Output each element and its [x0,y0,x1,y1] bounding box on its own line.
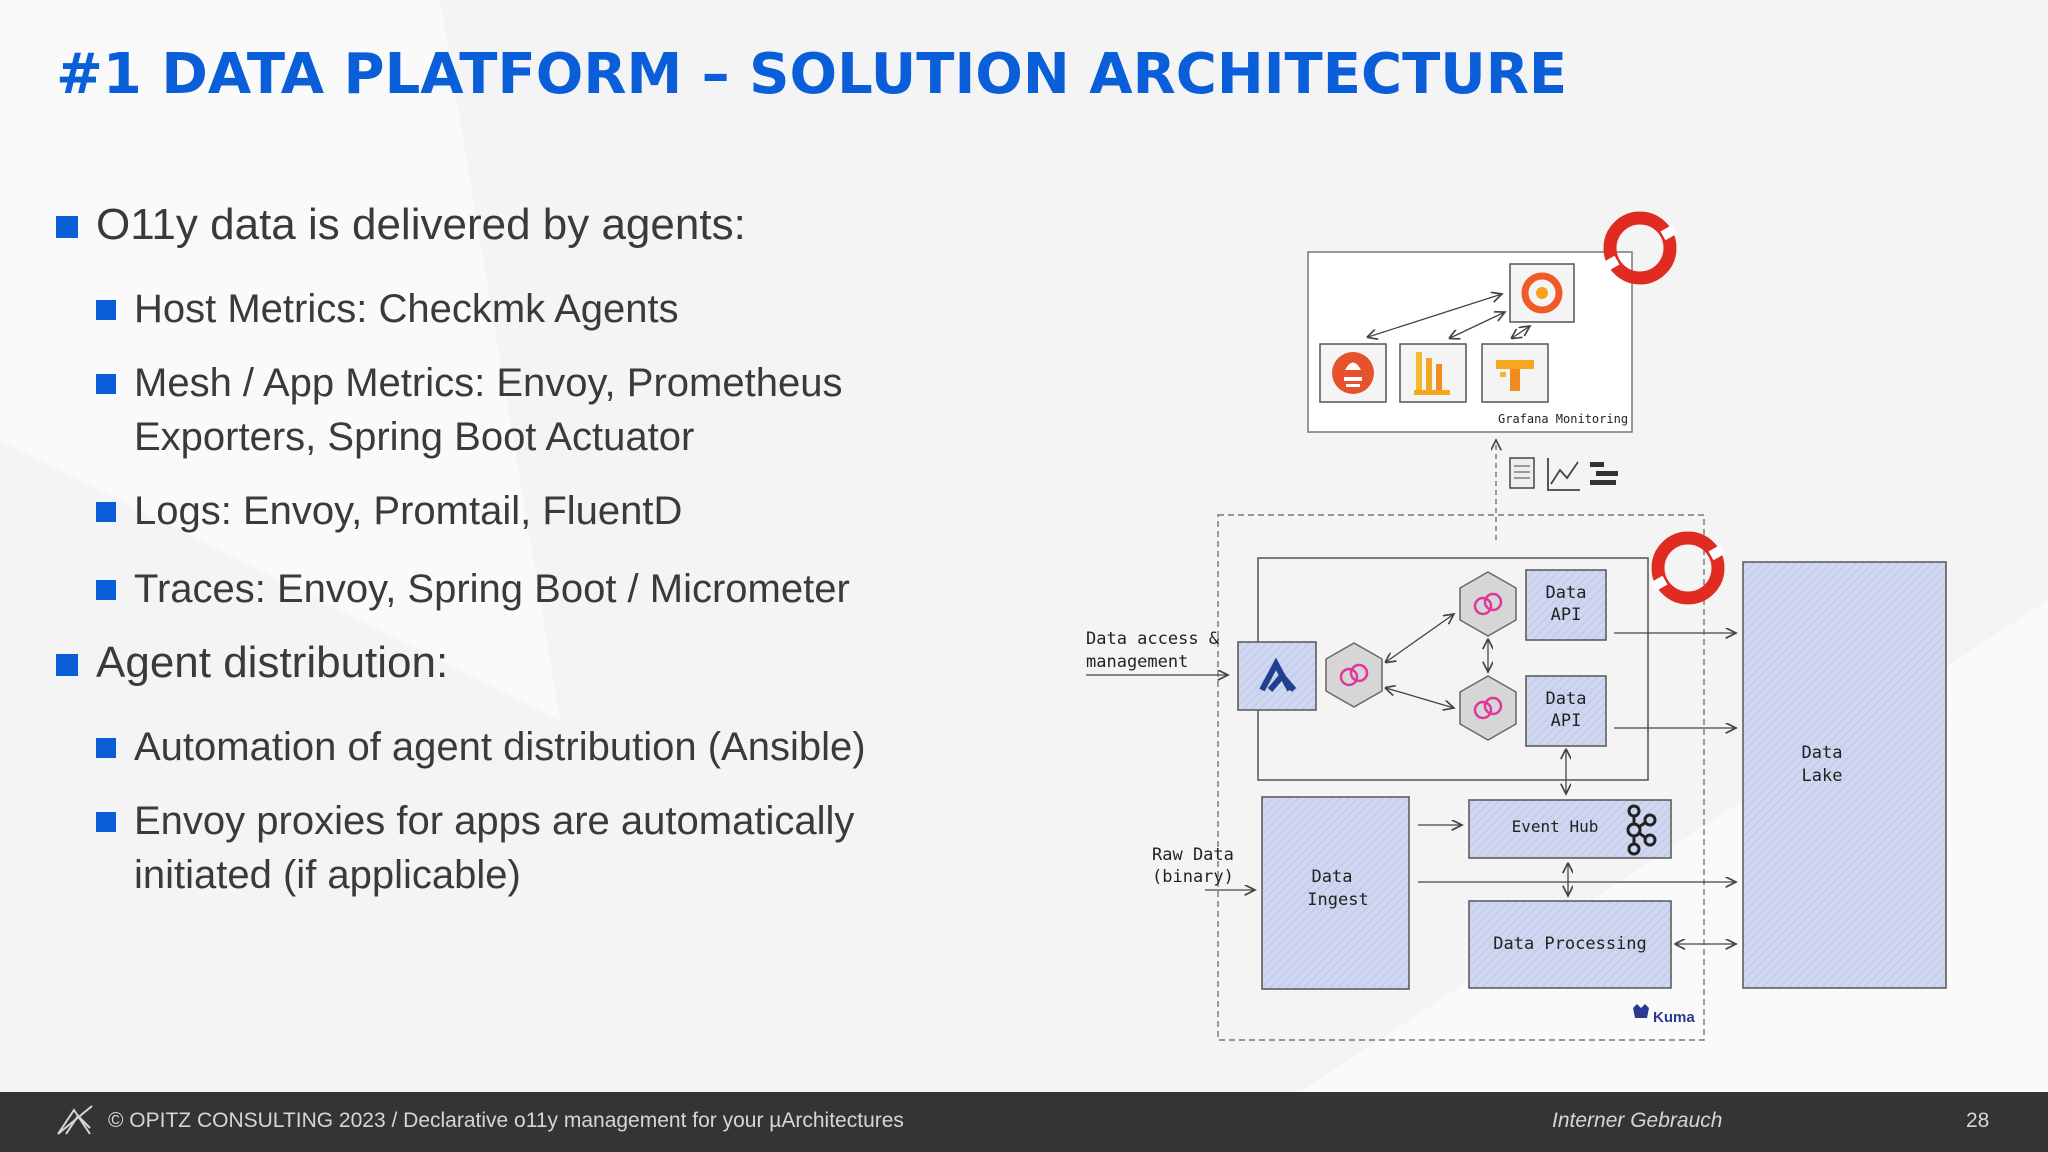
kuma-mesh-boundary [1217,514,1705,1041]
bullet-text: Mesh / App Metrics: Envoy, Prometheus [134,361,843,405]
openshift-icon [1602,218,1677,278]
bullet-square-icon [96,812,116,832]
opitz-logo-icon [57,1105,93,1135]
event-hub-label: Event Hub [1512,817,1599,836]
data-access-label-line2: management [1086,652,1188,672]
kafka-icon [1626,804,1657,856]
bullet-square-icon [96,738,116,758]
data-lake-box: Data Lake [1742,561,1947,989]
grafana-icon [1509,263,1575,323]
tempo-icon [1481,343,1549,403]
footer-classification: Interner Gebrauch [1552,1109,1723,1132]
bullet-level2: Logs: Envoy, Promtail, FluentD [96,484,682,538]
data-ingest-line1: Data [1312,867,1353,887]
bullet-square-icon [56,654,78,676]
bullet-level1: O11y data is delivered by agents: [56,200,746,250]
bullet-text: Host Metrics: Checkmk Agents [134,287,679,331]
bullet-text: Agent distribution: [96,638,449,687]
bullet-text: Envoy proxies for apps are automatically [134,799,855,843]
architecture-diagram: Grafana Monitoring [1086,205,1947,1041]
kuma-label: Kuma [1653,1009,1695,1026]
data-api-1-line2: API [1551,605,1582,625]
traces-icon [1590,462,1618,485]
bullet-level2: Host Metrics: Checkmk Agents [96,282,679,336]
data-access-label-line1: Data access & [1086,629,1220,649]
bullet-text: O11y data is delivered by agents: [96,200,746,249]
data-ingest-line2: Ingest [1307,890,1368,910]
data-api-2-line1: Data [1546,689,1587,709]
event-hub-box: Event Hub [1468,799,1672,859]
bullet-square-icon [96,502,116,522]
data-api-1-line1: Data [1546,583,1587,603]
grafana-monitoring-label: Grafana Monitoring [1498,412,1628,426]
data-api-box-1: Data API [1525,569,1607,641]
hexagon-service-icon [1458,674,1518,742]
bullet-text: initiated (if applicable) [134,853,521,897]
slide-title: #1 DATA PLATFORM – SOLUTION ARCHITECTURE [56,42,1568,107]
page-number: 28 [1966,1109,1990,1132]
bullet-square-icon [96,374,116,394]
raw-data-label-line1: Raw Data [1152,845,1234,865]
metrics-icon [1547,458,1580,491]
openshift-icon [1650,538,1725,598]
footer-copyright: © OPITZ CONSULTING 2023 / Declarative o1… [108,1109,904,1132]
bullet-level2: Traces: Envoy, Spring Boot / Micrometer [96,562,850,616]
bullet-text: Automation of agent distribution (Ansibl… [134,725,866,769]
data-lake-line1: Data [1802,743,1843,763]
bullet-square-icon [96,300,116,320]
bullet-level2: Mesh / App Metrics: Envoy, Prometheus Ex… [96,356,842,464]
data-processing-box: Data Processing [1468,900,1672,989]
bullet-square-icon [56,216,78,238]
grafana-monitoring-box: Grafana Monitoring [1307,251,1633,433]
bullet-text: Traces: Envoy, Spring Boot / Micrometer [134,567,850,611]
data-processing-label: Data Processing [1493,934,1647,954]
loki-icon [1399,343,1467,403]
hexagon-service-icon [1458,570,1518,638]
api-gateway-icon [1237,641,1317,711]
bullet-level2: Envoy proxies for apps are automatically… [96,794,854,902]
bullet-text: Logs: Envoy, Promtail, FluentD [134,489,683,533]
footer: © OPITZ CONSULTING 2023 / Declarative o1… [0,1092,2048,1152]
kuma-icon: Kuma [1633,1004,1695,1026]
prometheus-icon [1319,343,1387,403]
bullet-level2: Automation of agent distribution (Ansibl… [96,720,866,774]
data-api-2-line2: API [1551,711,1582,731]
data-api-box-2: Data API [1525,675,1607,747]
data-lake-line2: Lake [1802,766,1843,786]
logs-icon [1509,457,1535,489]
bullet-square-icon [96,580,116,600]
raw-data-label-line2: (binary) [1152,867,1234,887]
data-ingest-box: Data Ingest [1261,796,1410,990]
bullet-text: Exporters, Spring Boot Actuator [134,415,695,459]
hexagon-service-icon [1324,641,1384,709]
bullet-level1: Agent distribution: [56,638,448,688]
